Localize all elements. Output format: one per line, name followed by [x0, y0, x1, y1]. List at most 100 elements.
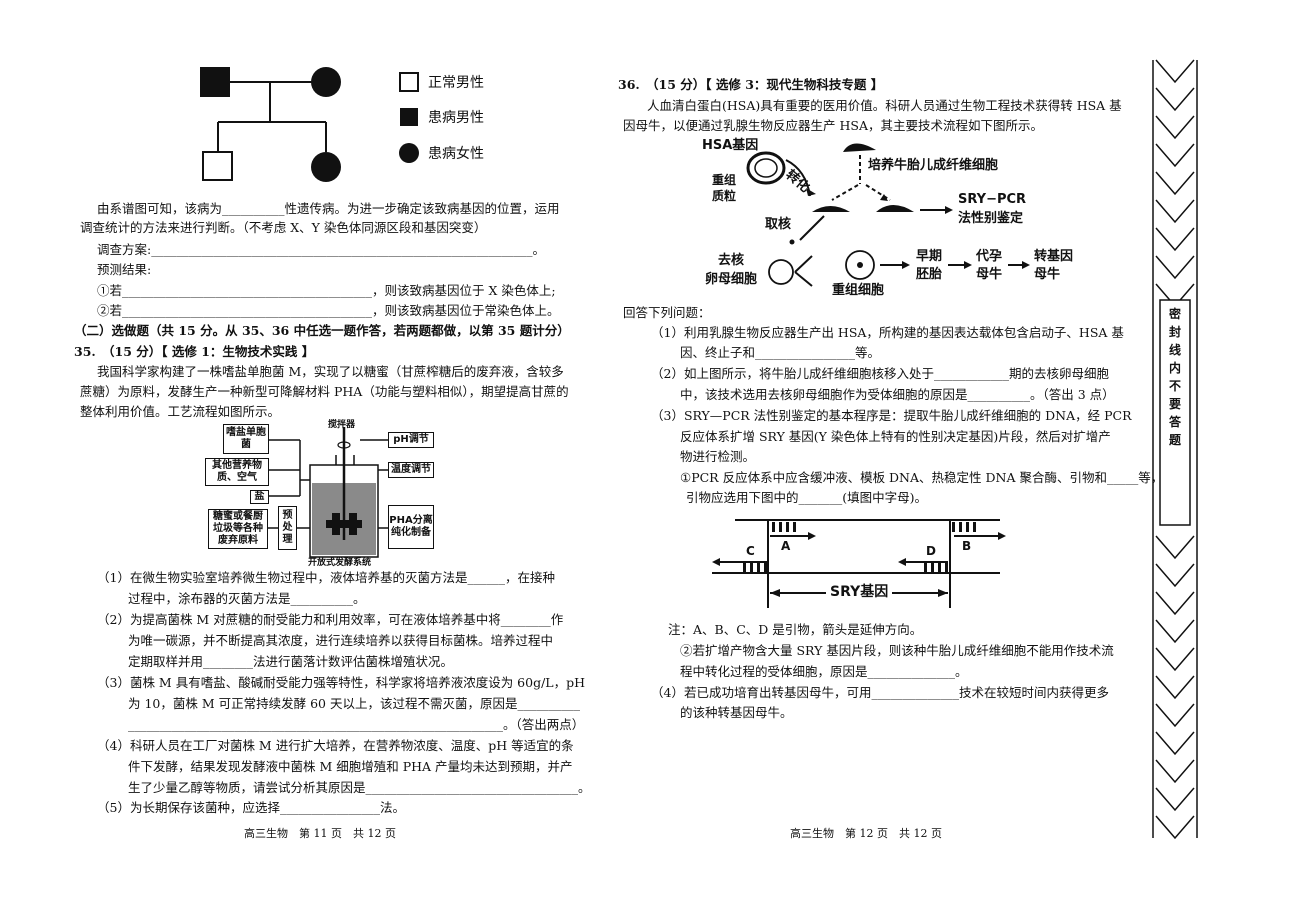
left-text: （5）为长期保存该菌种，应选择________________法。	[97, 800, 405, 815]
primer-b-label: B	[962, 539, 972, 553]
left-text: 预测结果:	[97, 262, 152, 277]
page-footer-right: 高三生物 第 12 页 共 12 页	[790, 827, 942, 840]
margin-chevron	[1155, 87, 1195, 112]
left-text: 定期取样并用________法进行菌落计数评估菌株增殖状况。	[128, 654, 454, 669]
left-text: 件下发酵，结果发现发酵液中菌株 M 细胞增殖和 PHA 产量均未达到预期，并产	[128, 759, 573, 774]
take-nucleus-label: 取核	[765, 217, 792, 232]
left-text: 调查方案:___________________________________…	[97, 242, 545, 257]
right-text: （3）SRY—PCR 法性别鉴定的基本程序是：提取牛胎儿成纤维细胞的 DNA，经…	[651, 408, 1132, 423]
left-text: （2）为提高菌株 M 对蔗糖的耐受能力和利用效率，可在液体培养基中将______…	[97, 612, 564, 627]
early-embryo-label: 早期胚胎	[916, 249, 943, 282]
stirrer-label: 搅拌器	[328, 420, 356, 430]
left-text: 蔗糖）为原料，发酵生产一种新型可降解材料 PHA（功能与塑料相似），期望提高甘蔗…	[80, 384, 569, 399]
right-text: 注：A、B、C、D 是引物，箭头是延伸方向。	[668, 622, 923, 637]
surrogate-cow-label: 代孕母牛	[976, 249, 1003, 282]
box-ph-control: pH调节	[388, 432, 434, 448]
question-36-heading: 36. （15 分）【 选修 3：现代生物科技专题 】	[618, 77, 884, 92]
sry-gene-label: SRY基因	[826, 584, 893, 600]
oocyte-label: 去核	[718, 253, 745, 268]
right-text: 人血清白蛋白(HSA)具有重要的医用价值。科研人员通过生物工程技术获得转 HSA…	[647, 98, 1122, 113]
left-text: 调查统计的方法来进行判断。（不考虑 X、Y 染色体同源区段和基因突变）	[80, 220, 487, 235]
right-text: ①PCR 反应体系中应含缓冲液、模板 DNA、热稳定性 DNA 聚合酶、引物和_…	[680, 470, 1164, 485]
plasmid-label: 重组质粒	[712, 173, 737, 203]
left-text: 由系谱图可知，该病为__________性遗传病。为进一步确定该致病基因的位置，…	[97, 201, 560, 216]
legend-affected-male: 患病男性	[428, 110, 484, 126]
margin-chevron	[1155, 675, 1195, 700]
recombinant-cell-label: 重组细胞	[832, 283, 885, 298]
right-text: 中，该技术选用去核卵母细胞作为受体细胞的原因是__________。（答出 3 …	[680, 387, 1115, 402]
left-text: （1）在微生物实验室培养微生物过程中，液体培养基的灭菌方法是______，在接种	[97, 570, 555, 585]
page-footer-left: 高三生物 第 11 页 共 12 页	[244, 827, 396, 840]
question-35-heading: 35. （15 分）【 选修 1：生物技术实践 】	[74, 344, 315, 359]
margin-chevron	[1155, 563, 1195, 588]
right-text: 因母牛，以便通过乳腺生物反应器生产 HSA，其主要技术流程如下图所示。	[623, 118, 1043, 133]
margin-chevron	[1155, 143, 1195, 168]
affected-female-symbol	[311, 67, 341, 97]
margin-chevron	[1155, 647, 1195, 672]
margin-chevron	[1155, 199, 1195, 224]
margin-chevron	[1155, 115, 1195, 140]
left-text: ①若______________________________________…	[97, 283, 556, 298]
normal-male-symbol	[202, 151, 233, 181]
primer-a-label: A	[781, 539, 791, 553]
affected-male-symbol	[200, 67, 230, 97]
left-text: （4）科研人员在工厂对菌株 M 进行扩大培养，在营养物浓度、温度、pH 等适宜的…	[97, 738, 574, 753]
sex-id-label: 法性别鉴定	[958, 211, 1024, 226]
margin-chevron	[1155, 171, 1195, 196]
box-raw-material: 糖蜜或餐厨垃圾等各种废弃原料	[208, 509, 268, 549]
margin-chevron	[1155, 227, 1195, 252]
legend-affected-male-icon	[400, 108, 418, 126]
right-text: （1）利用乳腺生物反应器生产出 HSA，所构建的基因表达载体包含启动子、HSA …	[651, 325, 1124, 340]
sry-label: SRY−PCR	[958, 192, 1027, 207]
box-nutrients: 其他营养物质、空气	[205, 458, 269, 486]
left-text: 整体利用价值。工艺流程如图所示。	[80, 404, 281, 419]
fibroblast-label: 培养牛胎儿成纤维细胞	[868, 158, 999, 173]
right-text: 反应体系扩增 SRY 基因(Y 染色体上特有的性别决定基因)片段，然后对扩增产	[680, 429, 1111, 444]
box-pretreatment: 预处理	[278, 506, 297, 550]
margin-chevron	[1155, 591, 1195, 616]
transgenic-cow-label: 转基因母牛	[1034, 249, 1074, 282]
section-heading: （二）选做题（共 15 分。从 35、36 中任选一题作答，若两题都做，以第 3…	[74, 323, 570, 338]
left-text: 为 10，菌株 M 可正常持续发酵 60 天以上，该过程不需灭菌，原因是____…	[128, 696, 580, 711]
primer-d-label: D	[926, 544, 936, 558]
left-text: 为唯一碳源，并不断提高其浓度，进行连续培养以获得目标菌株。培养过程中	[128, 633, 554, 648]
margin-chevron	[1155, 535, 1195, 560]
right-text: 的该种转基因母牛。	[680, 705, 793, 720]
left-text: ②若______________________________________…	[97, 303, 560, 318]
right-text: （4）若已成功培育出转基因母牛，可用______________技术在较短时间内…	[651, 685, 1109, 700]
left-text: ________________________________________…	[128, 717, 585, 732]
margin-chevron	[1155, 815, 1195, 840]
box-bacteria: 嗜盐单胞菌	[223, 424, 269, 454]
right-text: 引物应选用下图中的_______(填图中字母)。	[686, 490, 928, 505]
left-text: 我国科学家构建了一株嗜盐单胞菌 M，实现了以糖蜜（甘蔗榨糖后的废弃液，含较多	[97, 364, 564, 379]
fermenter-caption: 开放式发酵系统	[308, 558, 372, 568]
legend-affected-female-icon	[399, 143, 419, 163]
left-text: （3）菌株 M 具有嗜盐、酸碱耐受能力强等特性，科学家将培养液浓度设为 60g/…	[97, 675, 585, 690]
legend-normal-male-icon	[399, 72, 419, 92]
margin-instruction: 密 封 线 内 不 要 答 题	[1168, 307, 1193, 447]
legend-normal-male: 正常男性	[428, 75, 484, 91]
box-pha-purification: PHA分离纯化制备	[388, 505, 434, 549]
left-text: 生了少量乙醇等物质，请尝试分析其原因是_____________________…	[128, 780, 591, 795]
oocyte-label: 卵母细胞	[705, 272, 758, 287]
right-text: 回答下列问题：	[623, 305, 711, 320]
right-text: （2）如上图所示，将牛胎儿成纤维细胞核移入处于____________期的去核卵…	[651, 366, 1109, 381]
legend-affected-female: 患病女性	[428, 146, 484, 162]
margin-chevron	[1155, 703, 1195, 728]
left-text: 过程中，涂布器的灭菌方法是__________。	[128, 591, 366, 606]
hsa-gene-label: HSA基因	[702, 138, 759, 153]
margin-chevron	[1155, 731, 1195, 756]
margin-chevron	[1155, 59, 1195, 84]
margin-chevron	[1155, 619, 1195, 644]
margin-chevron	[1155, 759, 1195, 784]
affected-female-symbol	[311, 152, 341, 182]
right-text: ②若扩增产物含大量 SRY 基因片段，则该种牛胎儿成纤维细胞不能用作技术流	[680, 643, 1114, 658]
box-salt: 盐	[250, 490, 269, 504]
right-text: 程中转化过程的受体细胞，原因是______________。	[680, 664, 968, 679]
box-temp-control: 温度调节	[388, 462, 434, 478]
